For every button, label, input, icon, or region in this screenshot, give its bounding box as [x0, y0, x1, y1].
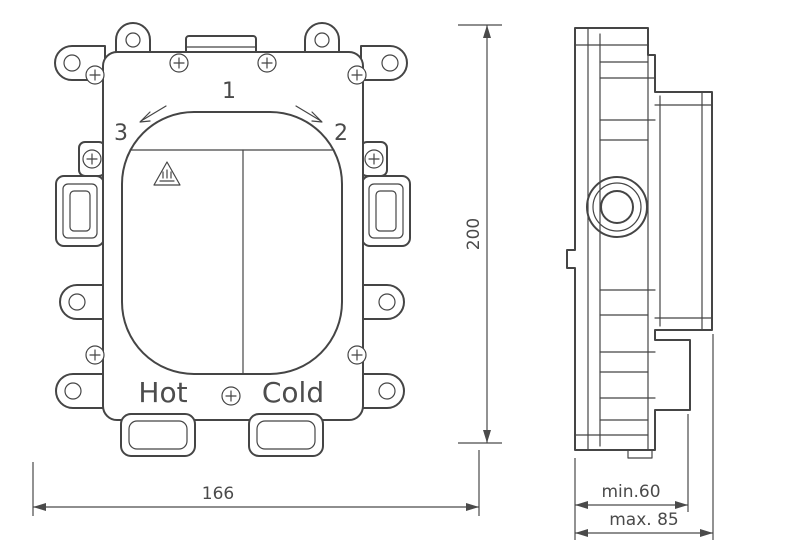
- dimension-depth-max-value: max. 85: [609, 510, 678, 530]
- step-label-2: 2: [334, 121, 348, 146]
- cold-inlet-port: [248, 413, 324, 457]
- dimension-depth-min-value: min.60: [601, 482, 660, 502]
- hot-inlet-port: [120, 413, 196, 457]
- step-arrow-right: [295, 105, 323, 123]
- hot-label: Hot: [138, 376, 187, 409]
- side-view: [566, 27, 713, 459]
- dimension-width-value: 166: [202, 484, 234, 504]
- dimension-height: 200: [458, 24, 502, 444]
- dimension-width: 166: [32, 450, 480, 516]
- side-port-circle: [586, 176, 648, 238]
- left-outlet-port: [55, 175, 105, 247]
- cold-label: Cold: [262, 376, 324, 409]
- step-label-1: 1: [222, 79, 236, 104]
- step-arrow-left: [139, 105, 167, 123]
- mounting-ears: [54, 45, 408, 409]
- dimension-depth-max: max. 85: [575, 334, 714, 540]
- faceplate: [121, 111, 343, 375]
- dimension-depth-min: min.60: [574, 414, 689, 540]
- front-view: 1 3 2 Hot Cold: [54, 22, 411, 457]
- right-outlet-port: [361, 175, 411, 247]
- side-profile-outline: [566, 27, 713, 451]
- dimension-height-value: 200: [464, 218, 484, 250]
- step-label-3: 3: [114, 121, 128, 146]
- warning-triangle-icon: [153, 161, 181, 186]
- side-detail-lines: [574, 27, 713, 459]
